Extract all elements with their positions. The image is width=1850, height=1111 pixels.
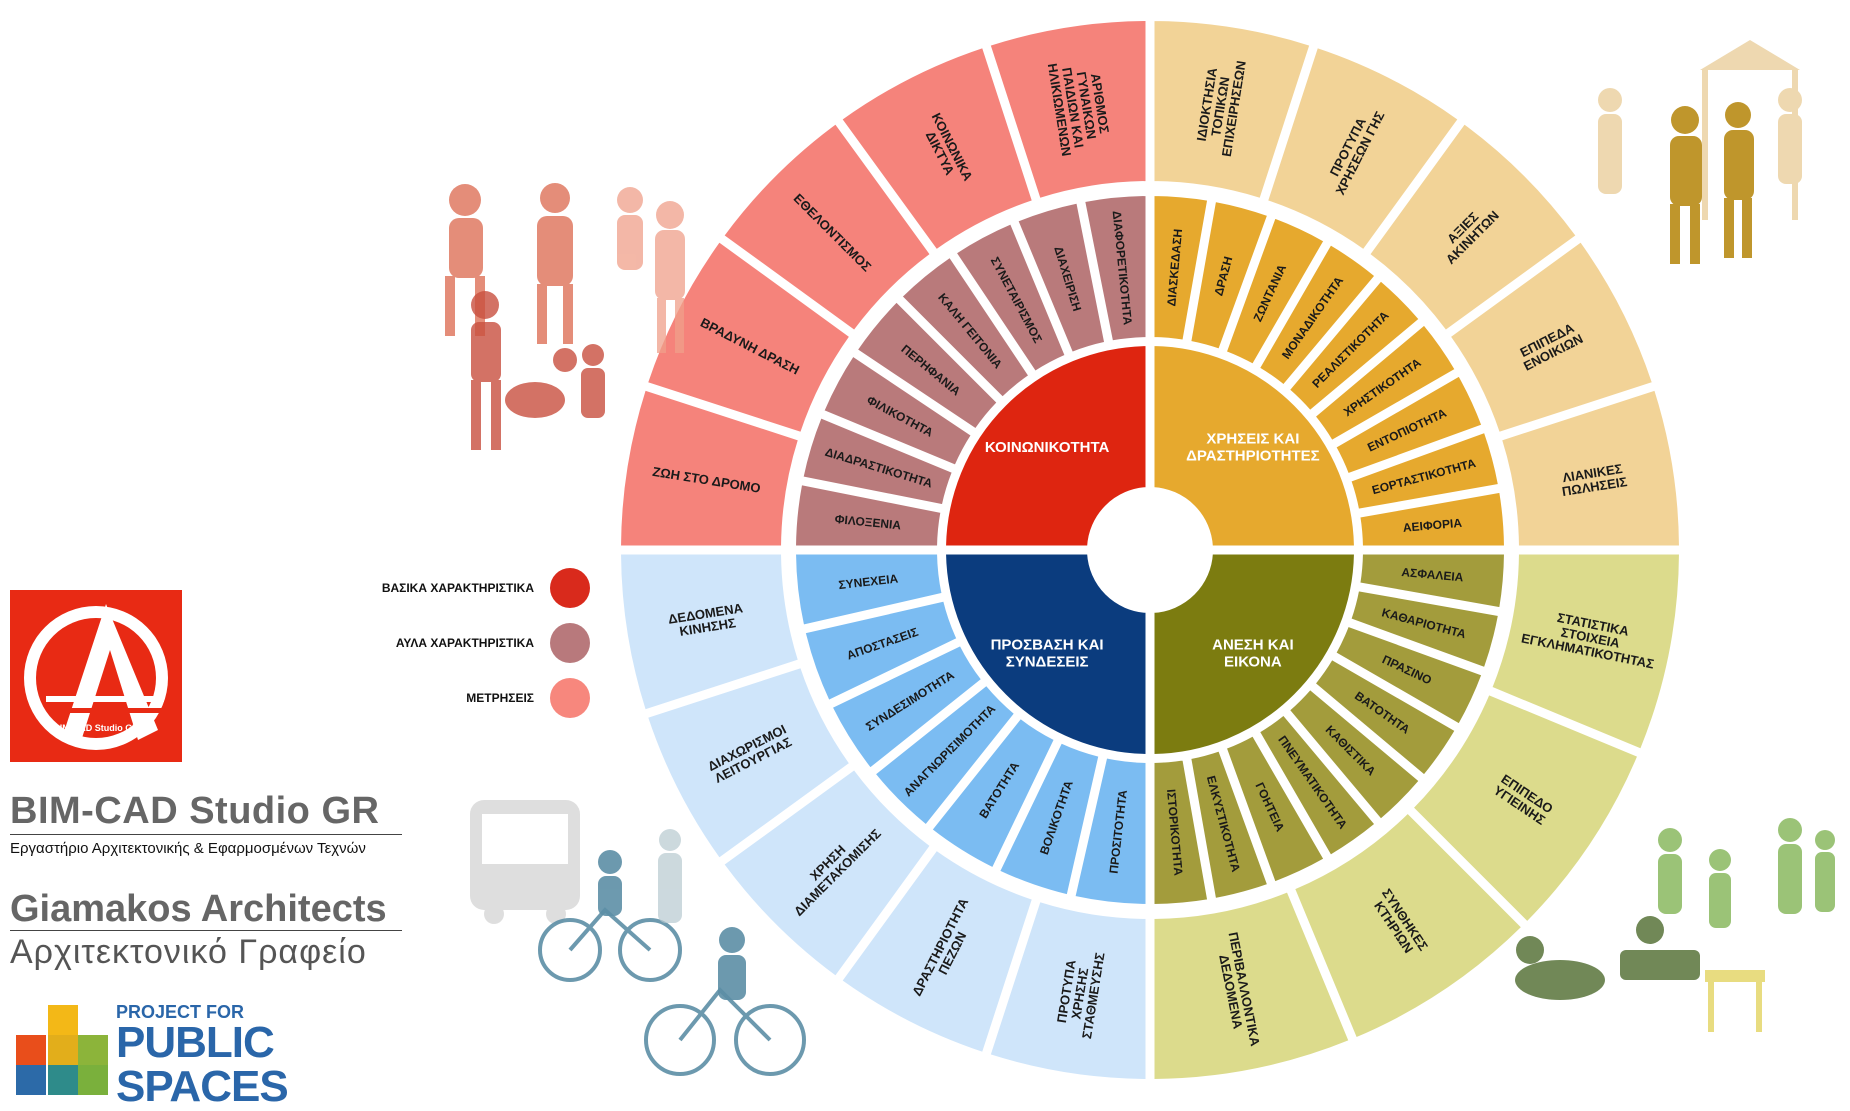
attribute-segment [873, 683, 1017, 827]
legend-label: ΑΥΛΑ ΧΑΡΑΚΤΗΡΙΣΤΙΚΑ [395, 635, 534, 650]
measurement-label: ΑΡΙΘΜΟΣΓΥΝΑΙΚΩΝΠΑΙΔΙΩΝ ΚΑΙΗΛΙΚΙΩΜΕΝΩΝ [1045, 56, 1115, 157]
core-segment [944, 344, 1148, 548]
measurement-segment [1265, 45, 1461, 252]
measurement-segment [1152, 19, 1312, 201]
studio-name: BIM-CAD Studio GR [10, 790, 380, 832]
core-segment [1152, 552, 1356, 756]
measurement-segment [1292, 811, 1524, 1040]
legend: ΒΑΣΙΚΑ ΧΑΡΑΚΤΗΡΙΣΤΙΚΑ ΑΥΛΑ ΧΑΡΑΚΤΗΡΙΣΤΙΚ… [320, 560, 590, 725]
attribute-segment [794, 483, 943, 548]
architects-subtitle: Αρχιτεκτονικό Γραφείο [10, 933, 367, 971]
attribute-segment [1224, 733, 1326, 884]
attribute-segment [1189, 749, 1270, 901]
architects-name: Giamakos Architects [10, 888, 387, 930]
attribute-segment [1189, 199, 1270, 351]
measurement-segment [1367, 121, 1579, 333]
measurement-segment [619, 552, 801, 712]
wheel-center [1090, 490, 1210, 610]
attribute-label: ΑΣΦΑΛΕΙΑ [1401, 565, 1464, 584]
legend-label: ΒΑΣΙΚΑ ΧΑΡΑΚΤΗΡΙΣΤΙΚΑ [381, 580, 534, 595]
attribute-segment [822, 354, 974, 467]
people-silhouettes-social [445, 183, 685, 450]
attribute-segment [1152, 194, 1210, 342]
attribute-segment [830, 643, 984, 771]
logo-caption: BIM-CAD Studio GR [53, 723, 139, 733]
studio-subtitle: Εργαστήριο Αρχιτεκτονικής & Εφαρμοσμένων… [10, 840, 366, 857]
measurement-segment [839, 848, 1035, 1055]
core-segment [944, 552, 1148, 756]
measurement-segment [721, 121, 933, 333]
measurement-segment [1448, 239, 1655, 435]
attribute-segment [1224, 216, 1326, 367]
measurement-segment [645, 665, 852, 861]
attribute-segment [1358, 552, 1506, 610]
attribute-segment [855, 300, 1000, 431]
attribute-segment [954, 222, 1067, 374]
attribute-segment [1257, 713, 1377, 858]
pps-line2: PUBLIC [116, 1018, 275, 1067]
attribute-segment [1083, 194, 1148, 343]
attribute-segment [1016, 201, 1107, 355]
attribute-segment [1333, 624, 1484, 726]
core-segment [1152, 344, 1356, 548]
attribute-segment [1333, 374, 1484, 476]
attribute-label: ΔΙΑΣΚΕΔΑΣΗ [1164, 228, 1185, 307]
pps-logo-text: PROJECT FOR PUBLIC SPACES [116, 1002, 289, 1111]
attribute-segment [1313, 657, 1458, 777]
attribute-segment [900, 255, 1031, 400]
attribute-label: ΣΥΝΕΧΕΙΑ [838, 571, 899, 592]
attribute-segment [801, 416, 955, 507]
measurement-segment [988, 19, 1148, 201]
legend-item-measurements: ΜΕΤΡΗΣΕΙΣ [320, 670, 590, 725]
attribute-segment [1349, 430, 1501, 511]
attribute-segment [1257, 242, 1377, 387]
attribute-segment [997, 741, 1101, 897]
bim-cad-logo: BIM-CAD Studio GR [10, 590, 182, 762]
core-label: ΚΟΙΝΩΝΙΚΟΤΗΤΑ [985, 439, 1110, 456]
attribute-segment [1313, 323, 1458, 443]
attribute-segment [1287, 687, 1422, 822]
people-silhouettes-activity [1598, 40, 1802, 264]
measurement-segment [1152, 890, 1351, 1081]
legend-swatch [550, 622, 590, 663]
legend-item-intangibles: ΑΥΛΑ ΧΑΡΑΚΤΗΡΙΣΤΙΚΑ [320, 615, 590, 670]
measurement-segment [721, 767, 933, 979]
divider [10, 834, 402, 835]
measurement-segment [839, 45, 1035, 252]
divider [10, 930, 402, 931]
attribute-segment [1358, 490, 1506, 548]
attribute-segment [1152, 758, 1210, 906]
attribute-segment [794, 552, 944, 627]
attribute-label: ΑΕΙΦΟΡΙΑ [1402, 516, 1463, 535]
transit-bike-silhouettes [470, 800, 806, 1076]
attribute-label: ΦΙΛΟΞΕΝΙΑ [834, 512, 902, 532]
measurement-segment [1490, 552, 1681, 751]
legend-item-core: ΒΑΣΙΚΑ ΧΑΡΑΚΤΗΡΙΣΤΙΚΑ [320, 560, 590, 615]
measurement-segment [1411, 692, 1640, 924]
attribute-segment [929, 716, 1057, 870]
pps-line1: PROJECT FOR [116, 1002, 245, 1022]
pps-logo-mark [16, 1005, 108, 1095]
attribute-segment [1287, 278, 1422, 413]
attribute-segment [803, 599, 959, 703]
pps-line3: SPACES [116, 1062, 289, 1111]
legend-swatch [550, 567, 590, 608]
attribute-segment [1073, 756, 1148, 906]
measurement-segment [619, 388, 801, 548]
measurement-segment [988, 899, 1148, 1081]
legend-label: ΜΕΤΡΗΣΕΙΣ [466, 690, 534, 705]
attribute-segment [1349, 589, 1501, 670]
measurement-segment [1499, 388, 1681, 548]
legend-swatch [550, 677, 590, 718]
people-silhouettes-comfort [1515, 818, 1835, 1032]
